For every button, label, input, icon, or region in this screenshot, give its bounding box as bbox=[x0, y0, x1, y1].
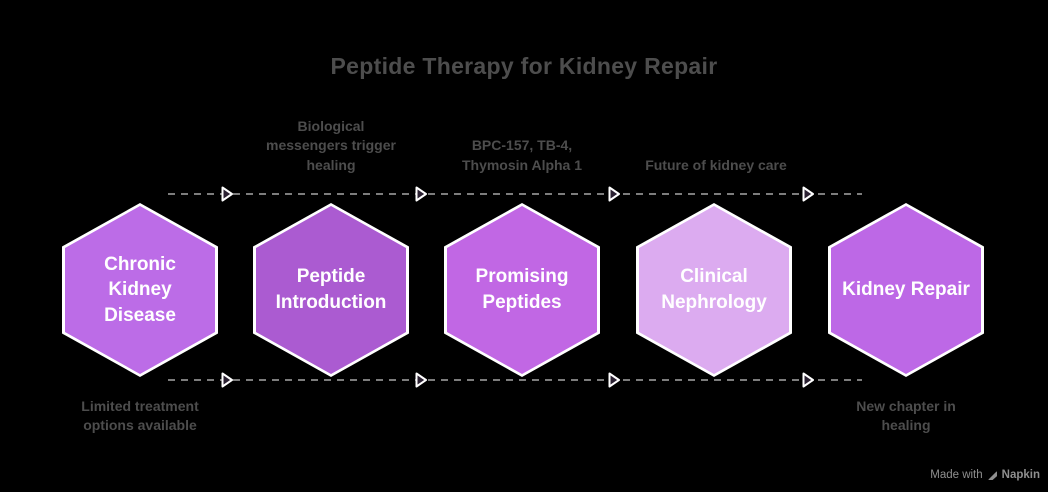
hex-step-label: Clinical Nephrology bbox=[639, 206, 789, 374]
hex-step-label: Chronic Kidney Disease bbox=[65, 206, 215, 374]
note-clinical-nephrology: Future of kidney care bbox=[645, 156, 787, 173]
watermark-brand: Napkin bbox=[1001, 469, 1040, 481]
arrow-right-icon bbox=[802, 186, 814, 202]
arrow-right-icon bbox=[415, 186, 427, 202]
hex-step-label: Kidney Repair bbox=[831, 206, 981, 374]
hex-step-peptide-introduction: Peptide Introduction bbox=[253, 203, 409, 377]
note-promising-peptides: BPC-157, TB-4, Thymosin Alpha 1 bbox=[461, 137, 583, 173]
note-kidney-repair: New chapter in healing bbox=[856, 398, 956, 434]
hex-step-clinical-nephrology: Clinical Nephrology bbox=[636, 203, 792, 377]
watermark-prefix: Made with bbox=[930, 469, 983, 481]
hex-step-chronic-kidney-disease: Chronic Kidney Disease bbox=[62, 203, 218, 377]
arrow-right-icon bbox=[802, 372, 814, 388]
arrow-right-icon bbox=[221, 186, 233, 202]
note-chronic-kidney-disease: Limited treatment options available bbox=[81, 398, 199, 434]
arrow-right-icon bbox=[608, 372, 620, 388]
hex-step-label: Peptide Introduction bbox=[256, 206, 406, 374]
arrow-right-icon bbox=[415, 372, 427, 388]
hex-step-promising-peptides: Promising Peptides bbox=[444, 203, 600, 377]
diagram-title: Peptide Therapy for Kidney Repair bbox=[330, 53, 718, 79]
hex-step-label: Promising Peptides bbox=[447, 206, 597, 374]
top-dashed-connector bbox=[168, 193, 862, 195]
watermark: Made with Napkin bbox=[930, 469, 1040, 481]
note-peptide-introduction: Biological messengers trigger healing bbox=[266, 118, 396, 173]
bottom-dashed-connector bbox=[168, 379, 862, 381]
arrow-right-icon bbox=[608, 186, 620, 202]
arrow-right-icon bbox=[221, 372, 233, 388]
napkin-logo-icon bbox=[988, 470, 997, 480]
hex-step-kidney-repair: Kidney Repair bbox=[828, 203, 984, 377]
